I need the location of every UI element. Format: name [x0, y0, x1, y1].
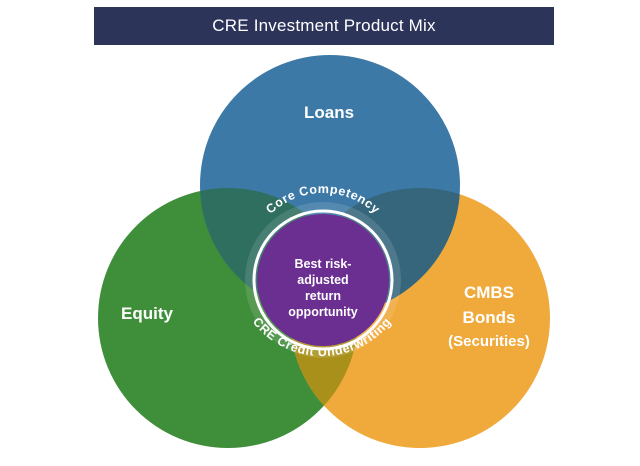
cmbs-label-line2: Bonds: [463, 308, 516, 327]
center-text-line3: return: [305, 289, 341, 303]
title-bar: CRE Investment Product Mix: [94, 7, 554, 45]
equity-label: Equity: [121, 304, 173, 323]
cmbs-label-line1: CMBS: [464, 283, 514, 302]
center-text-line1: Best risk-: [295, 257, 352, 271]
center-text-line2: adjusted: [297, 273, 348, 287]
center-ring-outline: [252, 209, 394, 351]
cmbs-label-line3: (Securities): [448, 333, 530, 350]
center-text-line4: opportunity: [288, 305, 357, 319]
diagram-title: CRE Investment Product Mix: [212, 16, 436, 35]
loans-label: Loans: [304, 103, 354, 122]
center-circle: [257, 214, 389, 346]
